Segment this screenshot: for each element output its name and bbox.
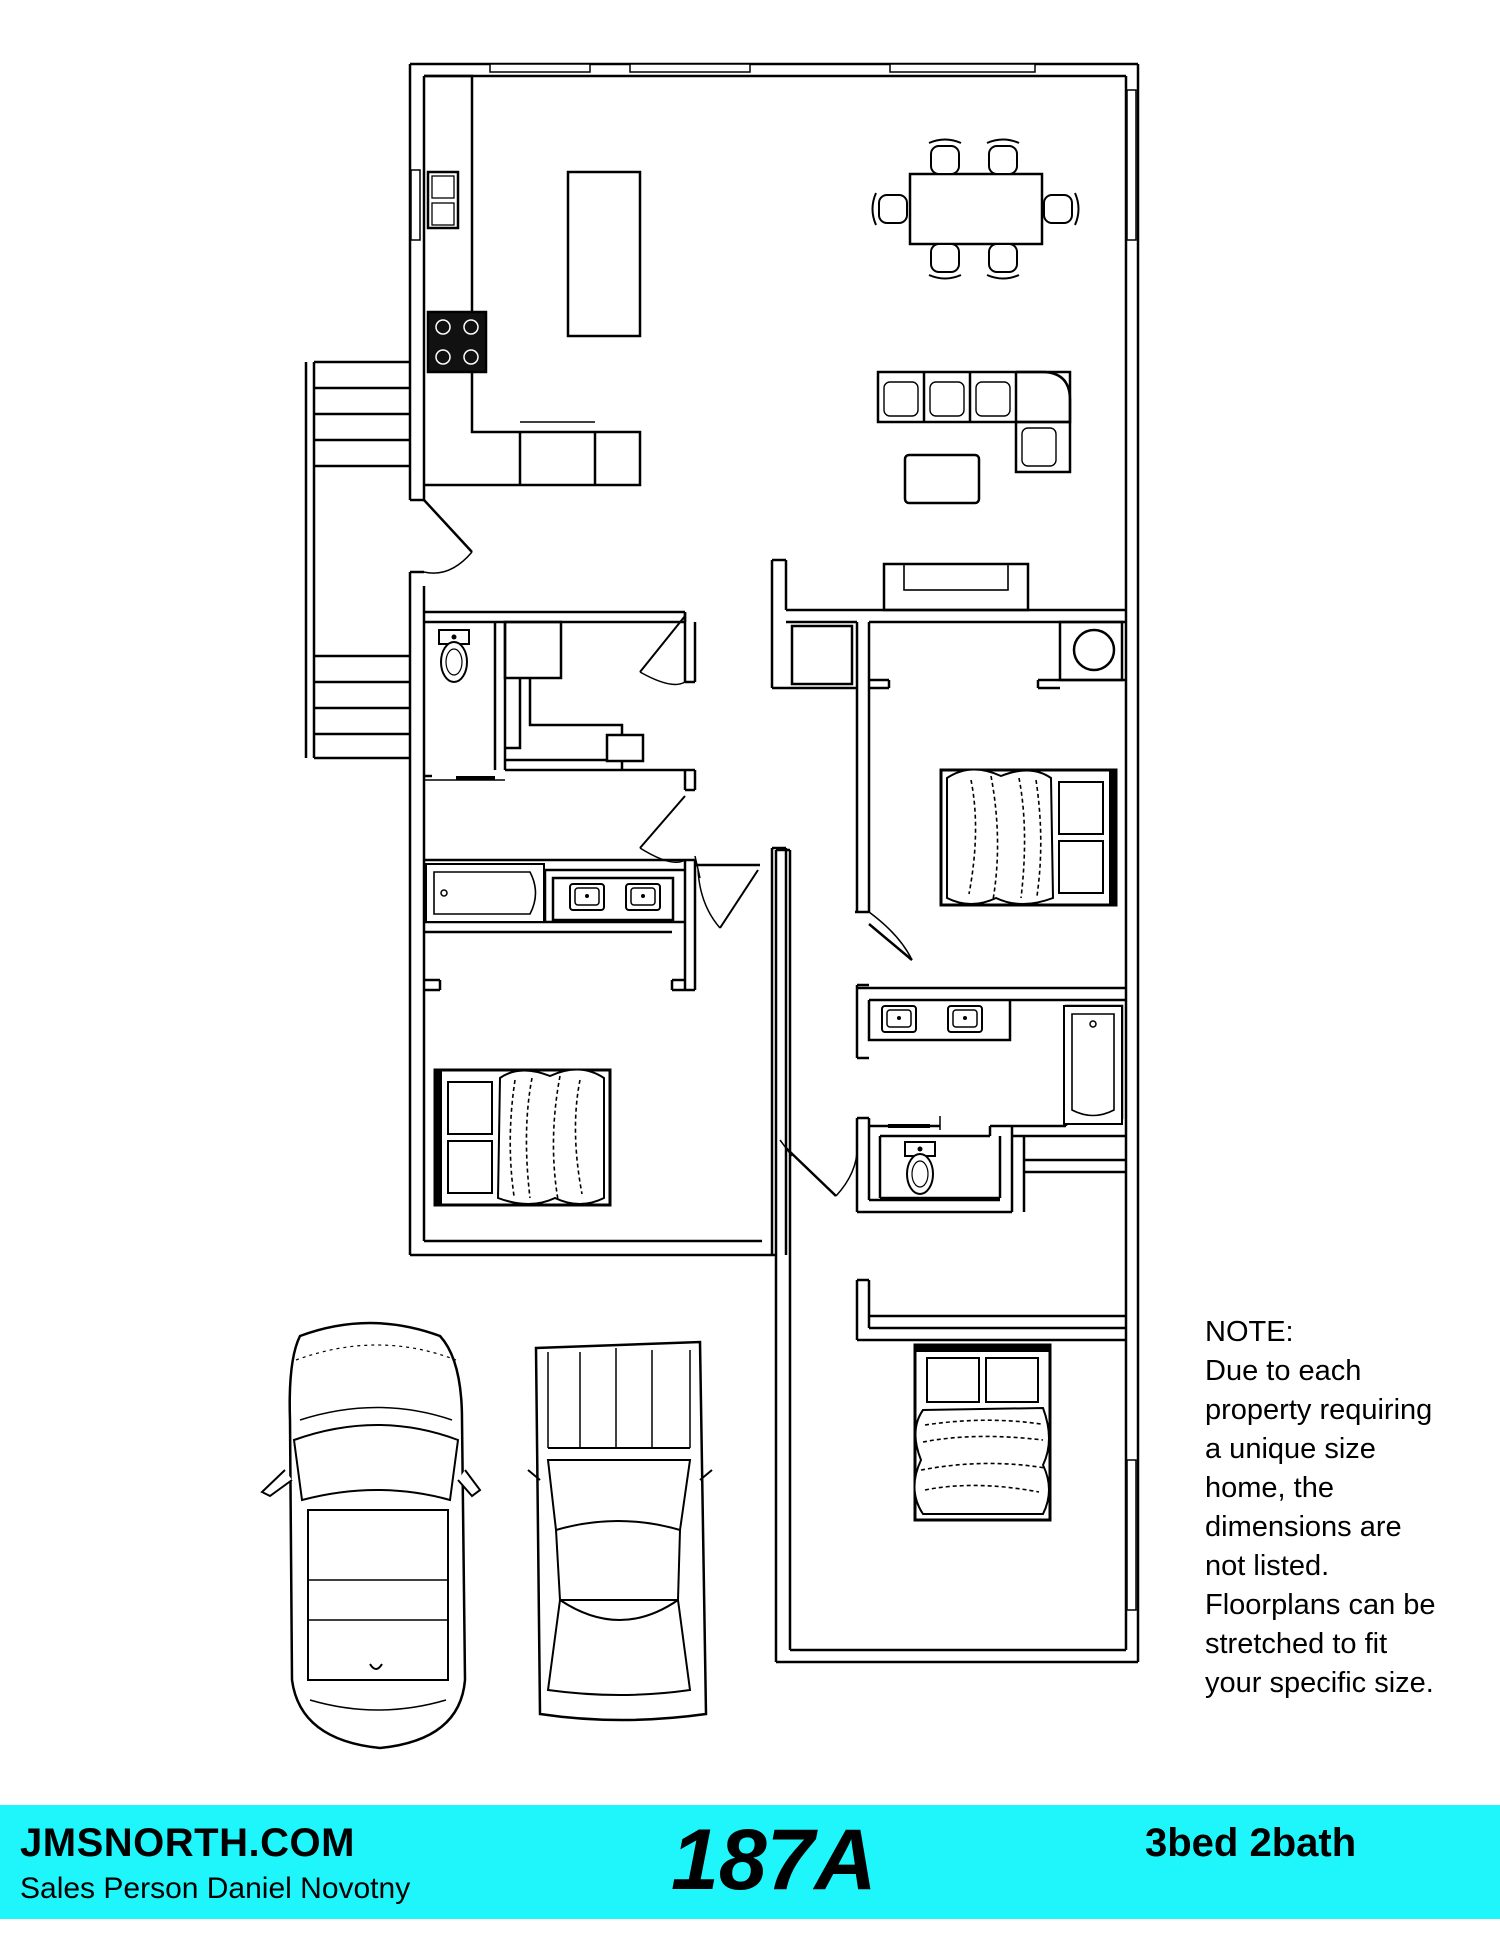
note-line: stretched to fit (1205, 1628, 1388, 1660)
bed-bath-count: 3bed 2bath (1145, 1821, 1357, 1865)
note-line: not listed. (1205, 1550, 1330, 1582)
note-line: dimensions are (1205, 1511, 1402, 1543)
footer-bar: JMSNORTH.COM Sales Person Daniel Novotny… (0, 1805, 1500, 1919)
note-line: a unique size (1205, 1433, 1376, 1465)
website-link[interactable]: JMSNORTH.COM (20, 1821, 355, 1865)
dimensions-note: NOTE: Due to each property requiring a u… (1205, 1313, 1485, 1703)
note-line: home, the (1205, 1472, 1334, 1504)
note-line: your specific size. (1205, 1667, 1434, 1699)
pickup-truck-icon (527, 1340, 713, 1722)
model-number: 187A (671, 1812, 877, 1908)
note-line: Due to each (1205, 1355, 1362, 1387)
car-icon (260, 1321, 482, 1750)
note-line: Floorplans can be (1205, 1589, 1436, 1621)
floor-plan-drawing (260, 62, 1140, 1750)
note-line: NOTE: (1205, 1316, 1294, 1348)
sales-person: Sales Person Daniel Novotny (20, 1872, 411, 1905)
note-line: property requiring (1205, 1394, 1433, 1426)
